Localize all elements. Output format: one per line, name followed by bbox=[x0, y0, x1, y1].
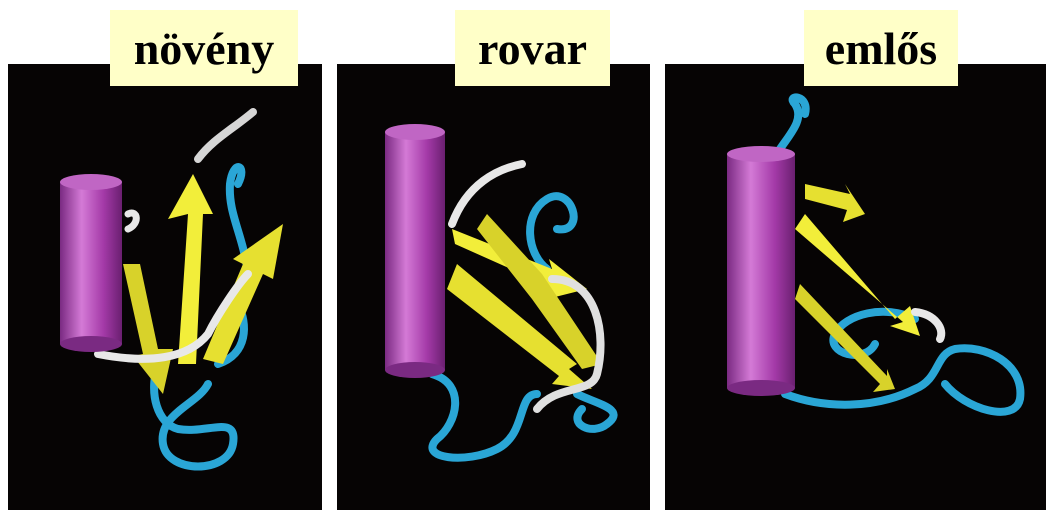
protein-structure-plant bbox=[8, 64, 322, 510]
protein-image-plant bbox=[8, 64, 322, 510]
protein-image-insect bbox=[337, 64, 650, 510]
protein-image-mammal bbox=[665, 64, 1046, 510]
label-insect: rovar bbox=[455, 10, 610, 86]
protein-structure-mammal bbox=[665, 64, 1046, 510]
label-plant: növény bbox=[110, 10, 298, 86]
protein-structure-insect bbox=[337, 64, 650, 510]
label-mammal: emlős bbox=[804, 10, 958, 86]
